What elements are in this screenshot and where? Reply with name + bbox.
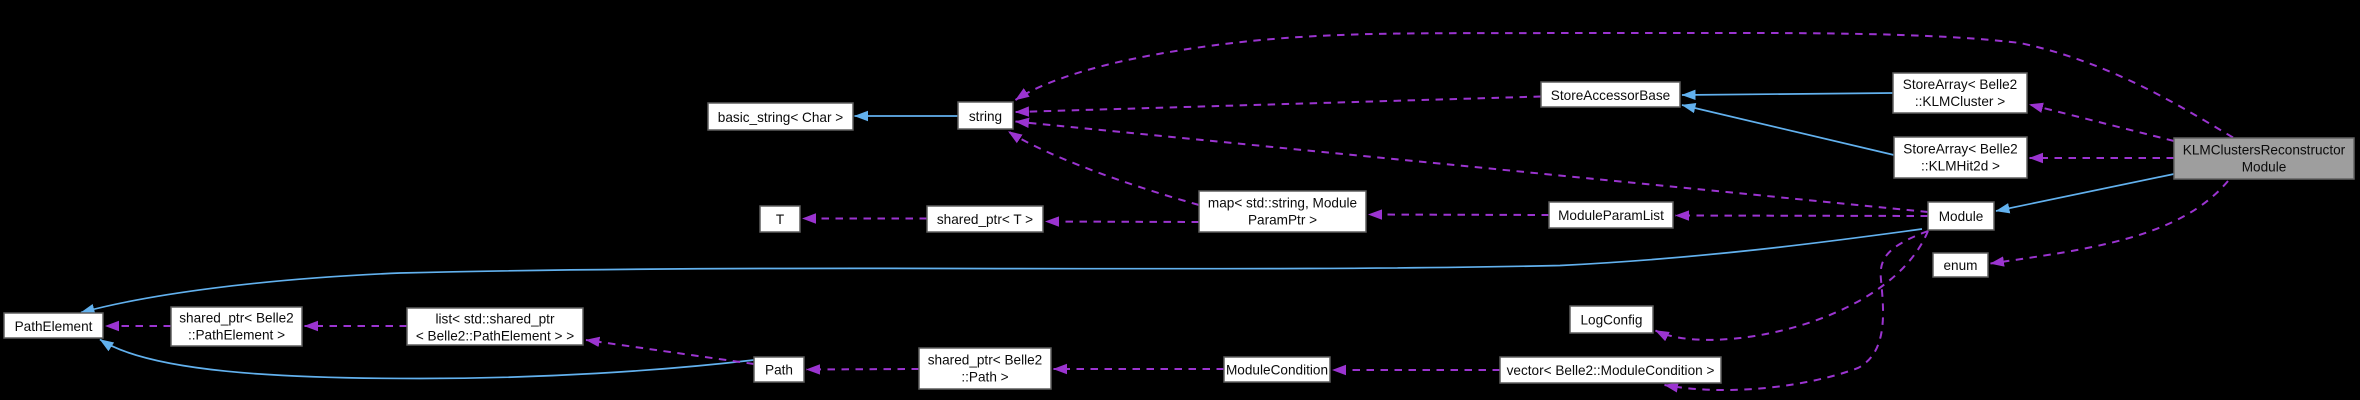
svg-text:::PathElement >: ::PathElement > xyxy=(188,328,285,343)
svg-text:enum: enum xyxy=(1943,258,1977,273)
svg-text:T: T xyxy=(776,212,784,227)
svg-text:PathElement: PathElement xyxy=(15,319,93,334)
svg-text:Module: Module xyxy=(1939,209,1984,224)
svg-text:LogConfig: LogConfig xyxy=(1581,313,1643,328)
svg-text:::KLMCluster >: ::KLMCluster > xyxy=(1915,94,2005,109)
svg-text:shared_ptr< Belle2: shared_ptr< Belle2 xyxy=(928,353,1043,368)
svg-text:map< std::string, Module: map< std::string, Module xyxy=(1208,196,1357,211)
svg-text:StoreAccessorBase: StoreAccessorBase xyxy=(1551,88,1670,103)
svg-text:string: string xyxy=(969,109,1002,124)
svg-text:StoreArray< Belle2: StoreArray< Belle2 xyxy=(1903,77,2017,92)
svg-text:::Path >: ::Path > xyxy=(961,370,1008,385)
svg-text:StoreArray< Belle2: StoreArray< Belle2 xyxy=(1903,142,2017,157)
svg-text:ModuleParamList: ModuleParamList xyxy=(1558,208,1664,223)
svg-text:ParamPtr >: ParamPtr > xyxy=(1248,213,1317,228)
svg-text:Module: Module xyxy=(2242,160,2287,175)
svg-text:KLMClustersReconstructor: KLMClustersReconstructor xyxy=(2183,143,2346,158)
svg-text:vector< Belle2::ModuleConditio: vector< Belle2::ModuleCondition > xyxy=(1507,363,1715,378)
svg-text:Path: Path xyxy=(765,363,793,378)
svg-text:ModuleCondition: ModuleCondition xyxy=(1226,363,1328,378)
svg-text:shared_ptr< T >: shared_ptr< T > xyxy=(937,212,1033,227)
svg-text:basic_string< Char >: basic_string< Char > xyxy=(718,110,843,125)
svg-text:< Belle2::PathElement > >: < Belle2::PathElement > > xyxy=(416,329,574,344)
svg-text:list< std::shared_ptr: list< std::shared_ptr xyxy=(435,312,554,327)
svg-text:shared_ptr< Belle2: shared_ptr< Belle2 xyxy=(179,311,294,326)
svg-text:::KLMHit2d >: ::KLMHit2d > xyxy=(1921,159,2000,174)
